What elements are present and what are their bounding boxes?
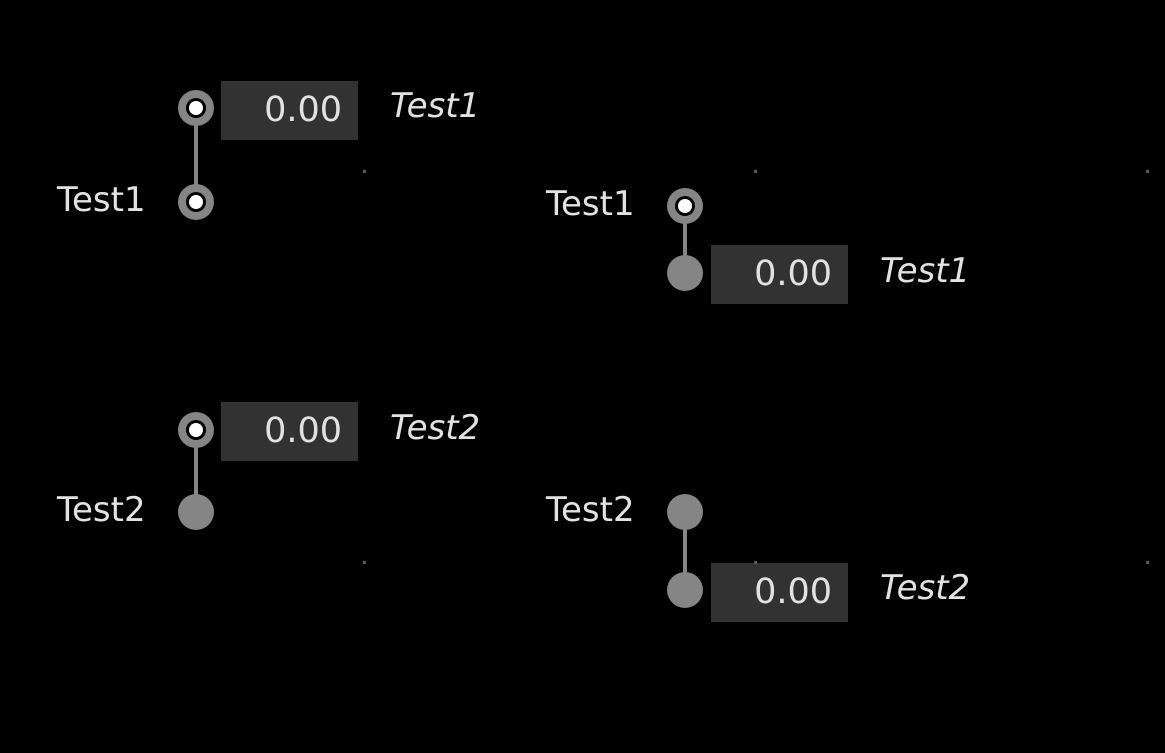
value-field[interactable]: 0.00	[221, 81, 358, 140]
value-field[interactable]: 0.00	[221, 402, 358, 461]
input-port-label: Test1	[57, 180, 146, 220]
input-port[interactable]	[667, 572, 703, 608]
connection-wire	[683, 206, 687, 272]
output-port-connected[interactable]	[178, 90, 214, 126]
value-field[interactable]: 0.00	[711, 245, 848, 304]
value-field-label: Test1	[390, 86, 481, 126]
input-port[interactable]	[667, 255, 703, 291]
output-port-connected[interactable]	[667, 188, 703, 224]
connection-wire	[194, 430, 198, 512]
grid-tick	[754, 561, 757, 564]
grid-tick	[1146, 170, 1149, 173]
connection-wire	[194, 108, 198, 202]
input-port-label: Test2	[57, 490, 146, 530]
output-port[interactable]	[667, 494, 703, 530]
value-field[interactable]: 0.00	[711, 563, 848, 622]
connection-wire	[683, 512, 687, 590]
output-port-connected[interactable]	[178, 412, 214, 448]
input-port-connected[interactable]	[178, 184, 214, 220]
output-port-label: Test1	[546, 184, 635, 224]
value-field-label: Test2	[390, 408, 481, 448]
value-field-label: Test2	[880, 568, 971, 608]
grid-tick	[1146, 561, 1149, 564]
output-port-label: Test2	[546, 490, 635, 530]
input-port[interactable]	[178, 494, 214, 530]
grid-tick	[363, 561, 366, 564]
grid-tick	[363, 170, 366, 173]
grid-tick	[754, 170, 757, 173]
value-field-label: Test1	[880, 251, 971, 291]
